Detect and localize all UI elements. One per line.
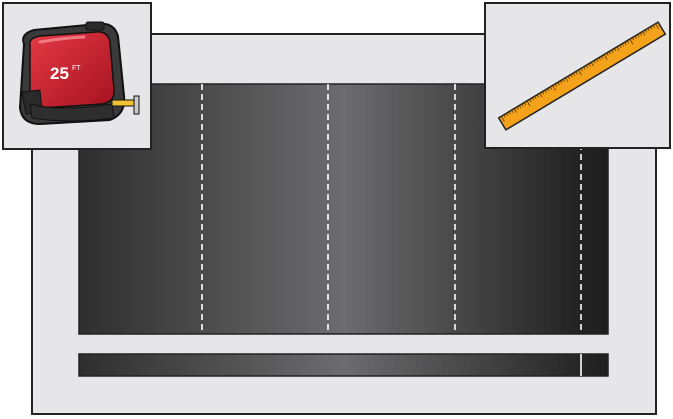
bottom-strip — [79, 354, 608, 376]
ruler-inset — [485, 3, 670, 148]
tape-size-label: 25 — [50, 64, 69, 83]
tape-measure-inset: 25 FT — [3, 3, 151, 149]
tape-unit-label: FT — [72, 65, 81, 72]
